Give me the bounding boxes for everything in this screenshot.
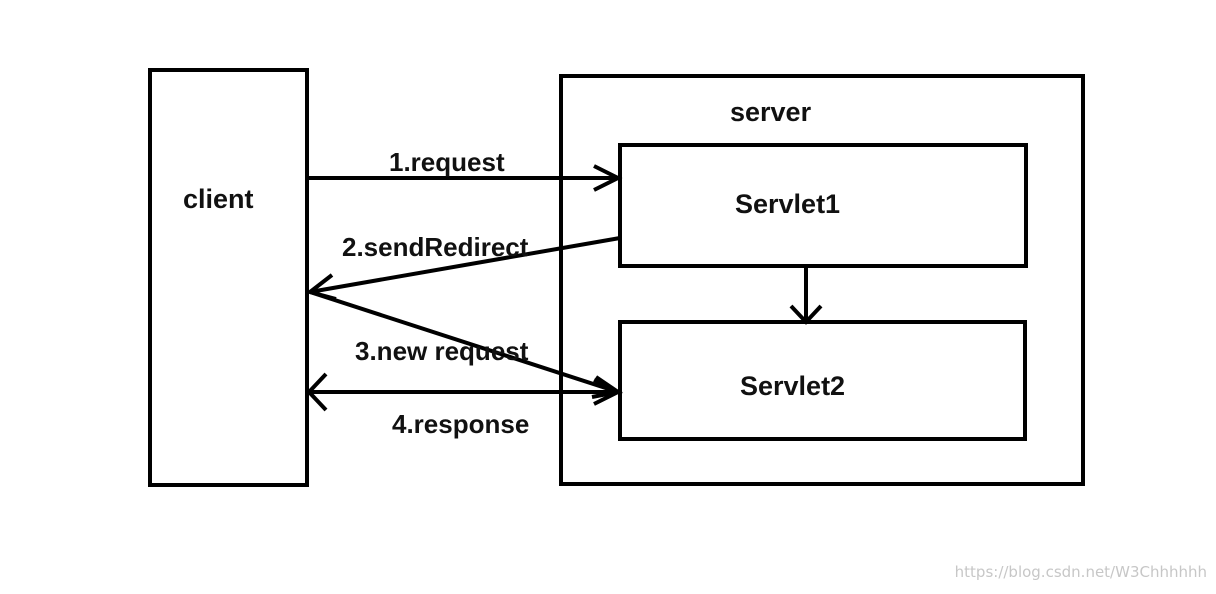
new-request-label: 3.new request — [355, 336, 529, 366]
server-label: server — [730, 97, 812, 127]
send-redirect-label: 2.sendRedirect — [342, 232, 529, 262]
response-label: 4.response — [392, 409, 529, 439]
arrow-response — [306, 372, 623, 412]
arrow-servlet1-to-servlet2 — [789, 264, 823, 325]
request-label: 1.request — [389, 147, 505, 177]
servlet1-box — [618, 143, 1028, 268]
client-box — [148, 68, 309, 487]
servlet1-label: Servlet1 — [735, 189, 840, 219]
arrow-request — [307, 164, 623, 192]
server-box — [559, 74, 1085, 486]
servlet2-box — [618, 320, 1027, 441]
client-label: client — [183, 184, 254, 214]
servlet2-label: Servlet2 — [740, 371, 845, 401]
watermark-text: https://blog.csdn.net/W3Chhhhhh — [955, 563, 1207, 581]
